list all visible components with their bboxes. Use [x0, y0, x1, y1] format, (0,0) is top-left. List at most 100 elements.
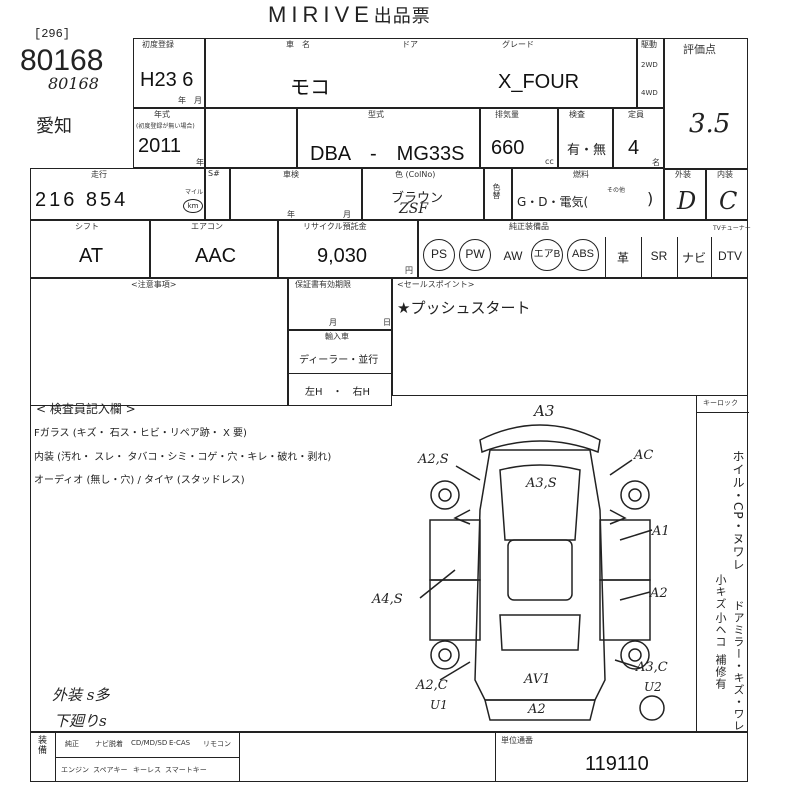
exterior-value: D: [677, 187, 697, 215]
ac-label: エアコン: [191, 222, 223, 231]
score-cell: 評価点 3.5: [664, 38, 748, 170]
wheel-rf: [620, 480, 650, 510]
mark-left-rear-sub: U1: [430, 698, 448, 712]
footer-divider-v2: [495, 733, 496, 781]
mileage-km-circled: km: [183, 199, 203, 213]
leader-right-door2: [619, 591, 651, 601]
equip-divider-2: [641, 237, 642, 277]
seats-cell: 定員 4 名: [613, 108, 664, 168]
leader-right-rear: [614, 659, 641, 669]
seats-value: 4: [628, 137, 640, 159]
doc-title: 出品票: [373, 6, 431, 26]
shaken-year-mark: 年: [287, 210, 295, 219]
lot-handwritten: 80168: [48, 74, 99, 93]
recycle-cell: リサイクル預託金 9,030 円: [278, 220, 418, 278]
prefecture: 愛知: [36, 116, 72, 137]
equip-leather: 革: [616, 251, 629, 265]
rear-window-outline: [499, 614, 581, 651]
mileage-label: 走行: [91, 170, 107, 179]
notes-label: <注意事項>: [131, 280, 177, 289]
displacement-cell: 排気量 660 cc: [480, 108, 558, 168]
first-reg-value: H23 6: [140, 69, 194, 91]
shift-cell: シフト AT: [30, 220, 150, 278]
keyless-divider: [697, 412, 749, 413]
equip-divider-3: [677, 237, 678, 277]
repair-note: 補修有: [714, 654, 727, 690]
brand-name: MIRIVE: [268, 2, 374, 27]
import-value: ディーラー・並行: [299, 355, 379, 366]
warranty-day: 日: [383, 318, 391, 327]
right-front-door: [599, 519, 651, 581]
car-name: モコ: [290, 77, 330, 99]
sales-label: <セールスポイント>: [397, 280, 475, 289]
drive-4wd: 4WD: [641, 89, 658, 97]
small-dent-note: 小ヘコ: [714, 612, 727, 648]
sharp-cell: S#: [205, 168, 230, 220]
model-year-label: 年式: [154, 110, 170, 119]
car-diagram: [419, 424, 665, 721]
model-year-cell: 年式 (初度登録が無い場合) 2011 年: [133, 108, 205, 168]
footer-divider-v1: [239, 733, 240, 781]
color-change-cell: 色替: [484, 168, 512, 220]
color-value: ブラウン: [391, 191, 444, 206]
footer-c2-2: キーレス: [133, 766, 161, 774]
interior-line: 内装 (汚れ・ スレ・ タバコ・シミ・コゲ・穴・キレ・破れ・剥れ): [34, 452, 332, 463]
drive-2wd: 2WD: [641, 61, 658, 69]
equip-ps: PS: [423, 239, 455, 271]
displacement-label: 排気量: [495, 110, 519, 119]
first-reg-cell: 初度登録 H23 6 年 月: [133, 38, 205, 108]
wheel-lr: [430, 640, 460, 670]
mark-left-rear: A2,C: [416, 678, 448, 693]
type-label: 型式: [368, 110, 384, 119]
import-divider: [289, 373, 391, 374]
equip-aw: AW: [503, 249, 523, 263]
fuel-other: その他: [607, 187, 626, 194]
mark-right-door1: A1: [652, 524, 670, 539]
color-code: ZSF: [399, 201, 429, 217]
equip-navi: ナビ: [681, 251, 706, 265]
seats-label: 定員: [628, 110, 644, 119]
leader-right-door1: [619, 529, 653, 541]
roof-outline: [507, 539, 573, 601]
wheel-note: ホイル・CP・ヌワレ: [731, 450, 745, 572]
interior-value: C: [719, 187, 738, 215]
mirror-right: [609, 509, 627, 525]
right-column: キーロック: [696, 396, 749, 732]
car-name-label: 車 名: [286, 40, 310, 49]
left-rear-door: [429, 579, 481, 641]
shift-value: AT: [79, 245, 104, 267]
inspector-section: [30, 396, 748, 732]
leader-right-front: [609, 459, 633, 476]
import-cell: 輸入車 ディーラー・並行 左H ・ 右H: [288, 330, 392, 406]
cc-mark: cc: [545, 157, 554, 166]
warranty-cell: 保証書有効期限 月 日: [288, 278, 392, 330]
audio-line: オーディオ (無し・穴) / タイヤ (スタッドレス): [34, 475, 245, 486]
tv-label: TVチューナー: [713, 225, 751, 232]
equip-pw: PW: [459, 239, 491, 271]
fuel-label: 燃料: [573, 170, 589, 179]
wheel-lf: [430, 480, 460, 510]
mileage-cell: 走行 216 854 マイル km: [30, 168, 205, 220]
sharp-label: S#: [208, 169, 220, 178]
drive-label: 駆動: [641, 40, 657, 49]
fuel-close: ): [647, 189, 654, 208]
model-year-value: 2011: [138, 135, 182, 157]
handwritten-note-1: 外装 s多: [52, 686, 110, 704]
lot-bracket: [296]: [34, 27, 71, 41]
equip-label: 純正装備品: [509, 222, 549, 231]
interior-label: 内装: [717, 170, 733, 179]
door-mirror-note: ドアミラー・キズ・ワレ: [732, 600, 745, 732]
model-year-sub: (初度登録が無い場合): [136, 123, 195, 130]
shaken-label: 車検: [283, 170, 299, 179]
door-label: ドア: [402, 40, 418, 49]
sales-point-cell: <セールスポイント> ★プッシュスタート: [392, 278, 748, 396]
inspection-cell: 検査 有・無: [558, 108, 613, 168]
footer-c1-0: 純正: [65, 740, 79, 748]
footer-c2-1: スペアキー: [93, 766, 128, 774]
grade: X_FOUR: [498, 71, 580, 93]
mark-left-front: A2,S: [418, 452, 449, 467]
inspector-title: < 検査員記入欄 >: [36, 402, 136, 416]
equip-airbag: エアB: [531, 239, 563, 271]
windshield-outline: [499, 464, 581, 541]
